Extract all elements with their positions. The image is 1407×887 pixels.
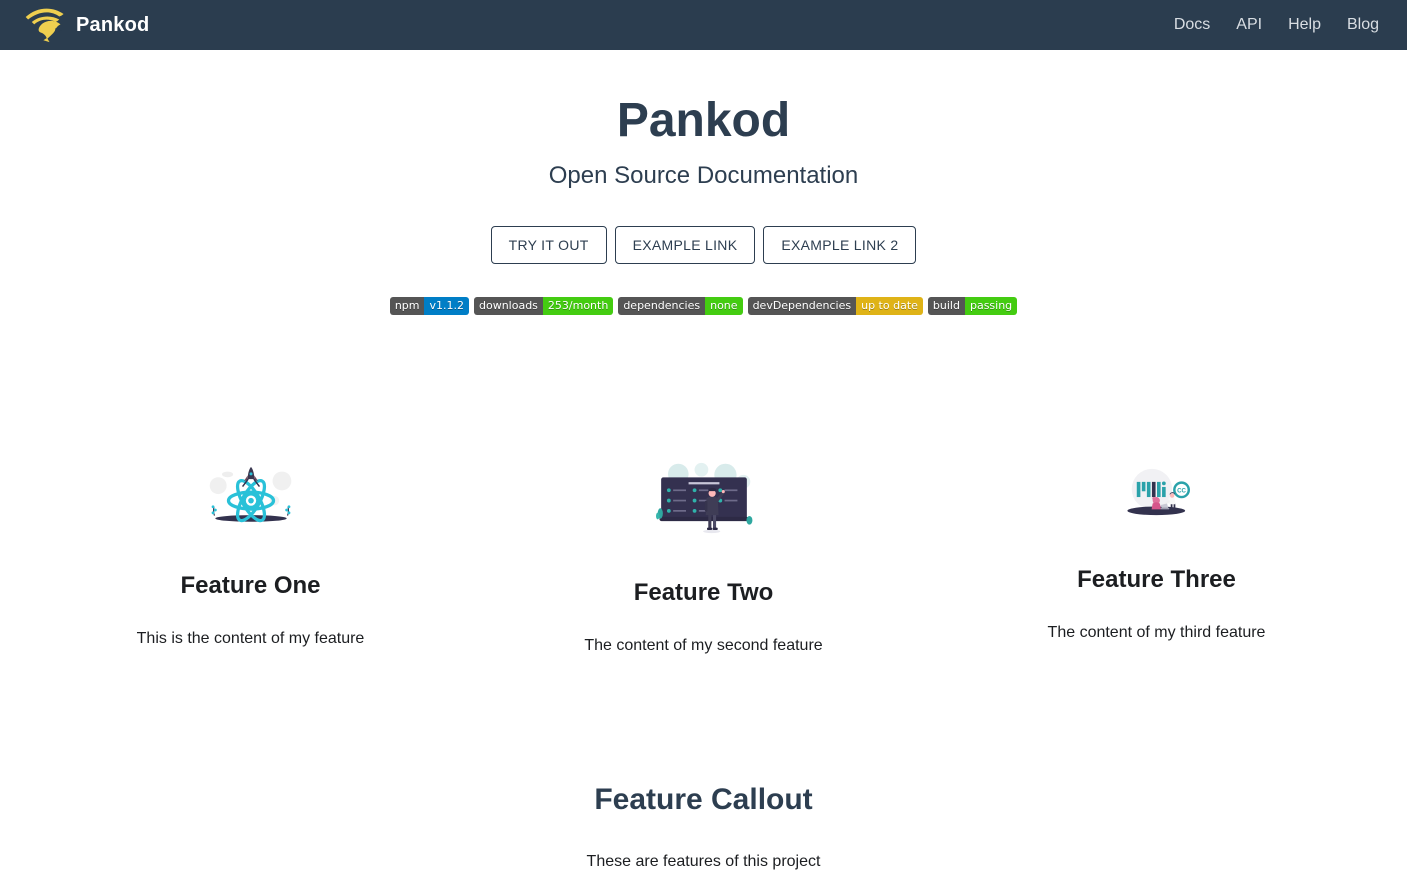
callout-content: These are features of this project: [586, 853, 821, 870]
main-content: Pankod Open Source Documentation TRY IT …: [0, 50, 1407, 871]
callout-title: Feature Callout: [594, 783, 813, 816]
goat-logo-icon: [22, 7, 66, 43]
feature-card-three: CC Feature Three The content of my third…: [930, 461, 1383, 655]
badge-npm-version: npm v1.1.2: [389, 297, 469, 315]
nav-link-api[interactable]: API: [1236, 16, 1263, 33]
feature-content: The content of my second feature: [584, 637, 823, 654]
nav-link-docs[interactable]: Docs: [1173, 16, 1211, 33]
badge-downloads: downloads 253/month: [473, 297, 614, 315]
brand[interactable]: Pankod: [22, 7, 149, 43]
navbar: Pankod Docs API Help Blog: [0, 0, 1407, 50]
feature-callout-section: Feature Callout These are features of th…: [0, 783, 1407, 871]
try-it-out-button[interactable]: TRY IT OUT: [490, 226, 607, 264]
feature-title: Feature One: [180, 572, 321, 599]
feature-title: Feature Three: [1077, 566, 1236, 593]
presentation-board-illustration: [477, 461, 930, 535]
badge-build-status: build passing: [927, 297, 1018, 315]
nav-links: Docs API Help Blog: [1161, 16, 1385, 34]
hero-buttons: TRY IT OUT EXAMPLE LINK EXAMPLE LINK 2: [0, 226, 1407, 264]
features-section: Feature One This is the content of my fe…: [0, 461, 1407, 655]
feature-content: This is the content of my feature: [136, 630, 365, 647]
feature-card-two: Feature Two The content of my second fea…: [477, 461, 930, 655]
badge-dev-dependencies: devDependencies up to date: [747, 297, 923, 315]
nav-link-blog[interactable]: Blog: [1346, 16, 1379, 33]
react-atom-illustration: [24, 461, 477, 528]
page-title: Pankod: [616, 94, 791, 147]
feature-card-one: Feature One This is the content of my fe…: [24, 461, 477, 655]
example-link-2-button[interactable]: EXAMPLE LINK 2: [763, 226, 917, 264]
project-badges: npm v1.1.2 downloads 253/month dependenc…: [0, 297, 1407, 315]
cc-badge-text: CC: [1177, 487, 1186, 494]
badge-dependencies: dependencies none: [618, 297, 743, 315]
feature-content: The content of my third feature: [1047, 624, 1266, 641]
nav-link-help[interactable]: Help: [1288, 16, 1321, 33]
page-subtitle: Open Source Documentation: [548, 162, 859, 189]
hero-section: Pankod Open Source Documentation TRY IT …: [0, 50, 1407, 315]
feature-title: Feature Two: [633, 579, 774, 606]
example-link-button[interactable]: EXAMPLE LINK: [614, 226, 756, 264]
brand-name[interactable]: Pankod: [76, 13, 150, 36]
open-source-mit-illustration: CC: [930, 461, 1383, 522]
